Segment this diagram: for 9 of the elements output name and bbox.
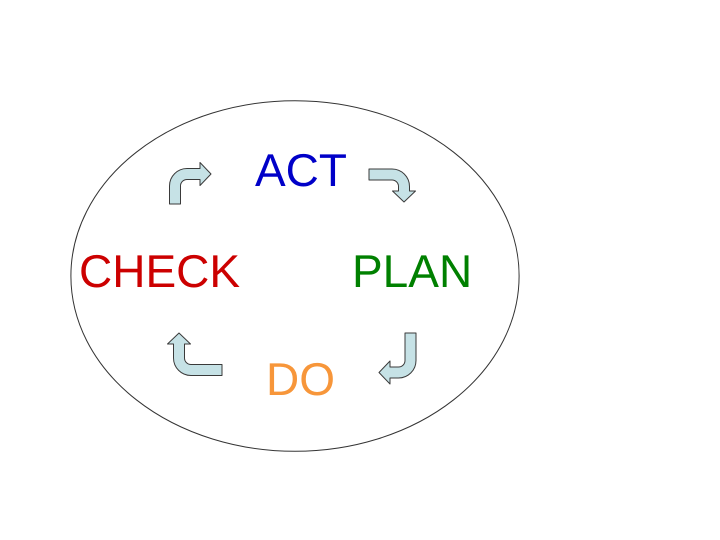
phase-label: CHECK [79, 248, 240, 294]
curved-arrow [167, 332, 222, 376]
curved-arrow [378, 332, 416, 384]
phase-label: DO [266, 356, 335, 402]
curved-arrow [368, 168, 416, 202]
cycle-ellipse [70, 100, 520, 452]
phase-label: ACT [255, 147, 347, 193]
curved-arrow [169, 162, 212, 204]
phase-label: PLAN [352, 248, 472, 294]
